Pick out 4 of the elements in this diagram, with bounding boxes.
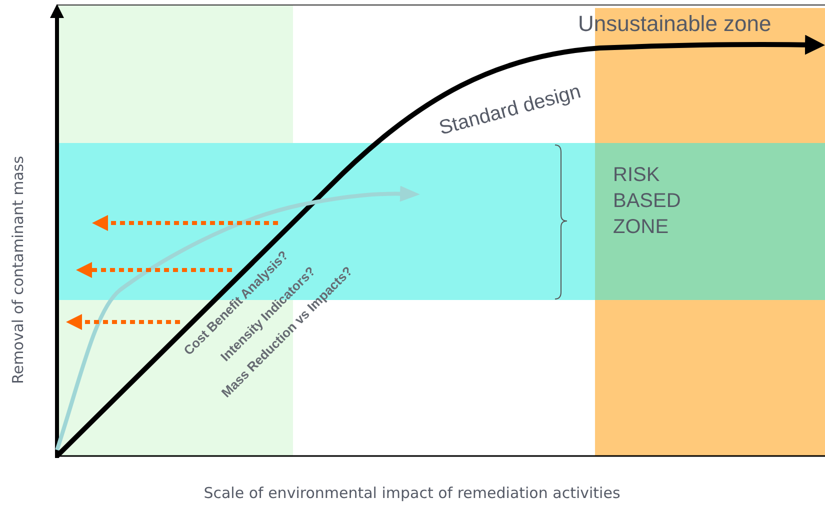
axis-label: Scale of environmental impact of remediation activities — [204, 482, 620, 504]
axis-label: Removal of contaminant mass — [8, 156, 28, 384]
zone-label: RISK BASED ZONE — [613, 163, 682, 240]
curve-label: Standard design — [436, 80, 584, 142]
